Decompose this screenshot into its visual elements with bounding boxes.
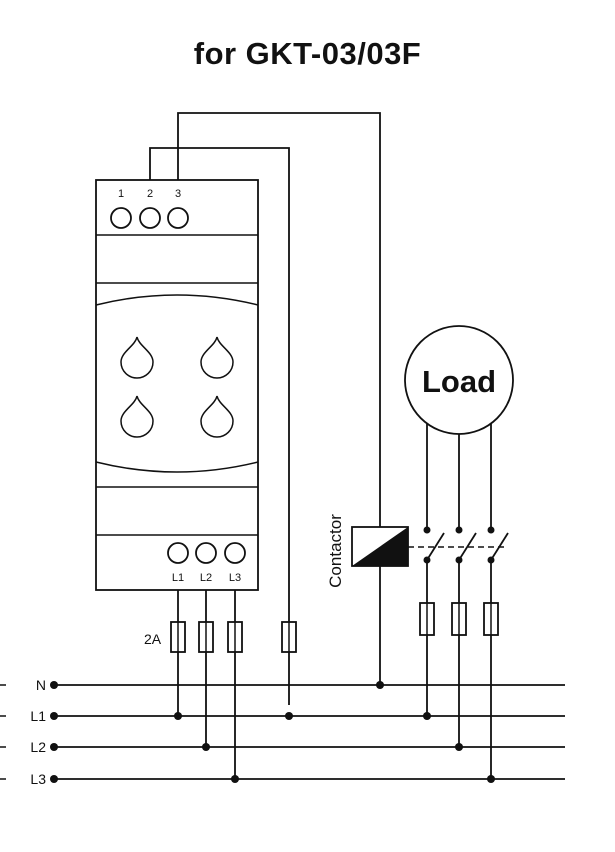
knob-bottom-left: [120, 395, 154, 438]
contactor-label: Contactor: [326, 514, 345, 588]
terminal-screw-1: [110, 207, 132, 229]
contact-blade-2: [458, 532, 477, 561]
load-circuit: Load: [404, 325, 514, 779]
top-terminal-label-1: 1: [118, 188, 124, 200]
relay-device: 1 2 3 L1 L2 L3: [95, 179, 259, 591]
line-label-n: N: [36, 677, 46, 693]
fuse-rating-label: 2A: [144, 631, 162, 647]
line-label-l3: L3: [30, 771, 46, 787]
terminal-screw-l1: [167, 542, 189, 564]
top-terminals: 1 2 3: [110, 188, 189, 229]
bottom-terminal-label-l1: L1: [172, 572, 184, 584]
line-label-l1: L1: [30, 708, 46, 724]
line-label-l2: L2: [30, 739, 46, 755]
supply-lines: N L1 L2 L3: [0, 677, 565, 787]
bottom-terminal-label-l2: L2: [200, 572, 212, 584]
adjustment-knobs: [120, 336, 234, 438]
terminal-screw-2: [139, 207, 161, 229]
wire-terminal-2: [149, 147, 290, 705]
top-terminal-label-3: 3: [175, 188, 181, 200]
junctions: [174, 681, 495, 783]
wire-terminal-3: [177, 112, 381, 527]
relay-fuses: 2A: [144, 621, 297, 653]
terminal-screw-l2: [195, 542, 217, 564]
contactor-coil-fill: [352, 527, 408, 566]
terminal-screw-3: [167, 207, 189, 229]
knob-bottom-right: [200, 395, 234, 438]
contactor: Contactor: [326, 514, 508, 588]
knob-top-left: [120, 336, 154, 379]
contact-blade-1: [426, 532, 445, 561]
front-panel-bottom-arc: [95, 461, 259, 473]
front-panel-top-arc: [95, 294, 259, 306]
bottom-terminal-label-l3: L3: [229, 572, 241, 584]
terminal-screw-l3: [224, 542, 246, 564]
bottom-terminals: L1 L2 L3: [167, 542, 246, 584]
load-label: Load: [422, 364, 496, 399]
top-terminal-label-2: 2: [147, 188, 153, 200]
contact-blade-3: [490, 532, 509, 561]
diagram-title: for GKT-03/03F: [193, 36, 422, 71]
control-wires: [149, 112, 381, 705]
knob-top-right: [200, 336, 234, 379]
device-frame: [95, 179, 259, 591]
